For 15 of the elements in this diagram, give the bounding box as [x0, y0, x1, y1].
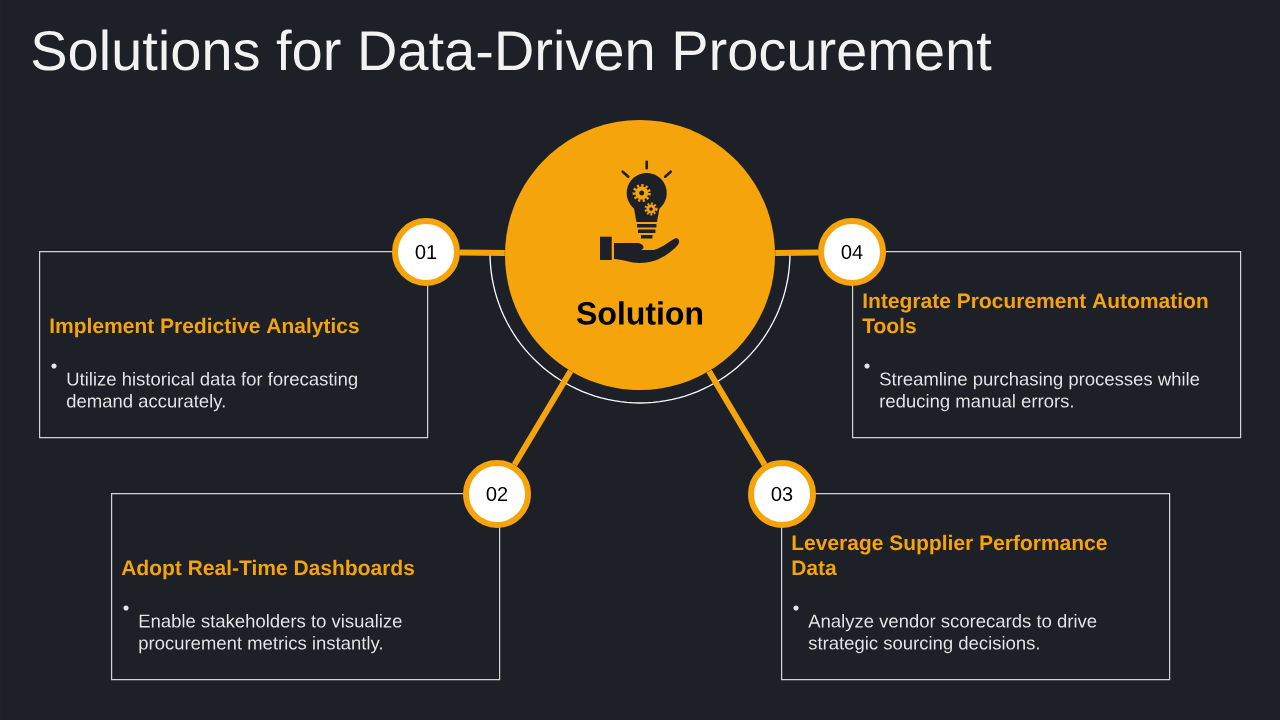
connector-line: [706, 369, 768, 467]
connector-line: [511, 369, 574, 467]
slide-title: Solutions for Data-Driven Procurement: [32, 29, 992, 71]
solution-circle: [505, 120, 775, 390]
card-text: Utilize historical data for forecasting demand accurately.: [67, 372, 357, 412]
card-heading: Integrate Procurement Automation Tools: [862, 292, 1208, 334]
card-text: Enable stakeholders to visualize procurement metrics instantly.: [139, 614, 402, 654]
card-heading: Adopt Real-Time Dashboards: [121, 559, 414, 580]
card-text: Analyze vendor scorecards to drive strategic sourcing decisions.: [808, 614, 1097, 654]
card-heading: Implement Predictive Analytics: [50, 317, 359, 338]
card-text: Streamline purchasing processes while reducing manual errors.: [880, 372, 1200, 412]
circle-label: Solution: [576, 301, 703, 325]
connector-line: [775, 249, 819, 257]
connector-line: [459, 249, 505, 257]
card-heading: Leverage Supplier Performance Data: [792, 534, 1107, 576]
